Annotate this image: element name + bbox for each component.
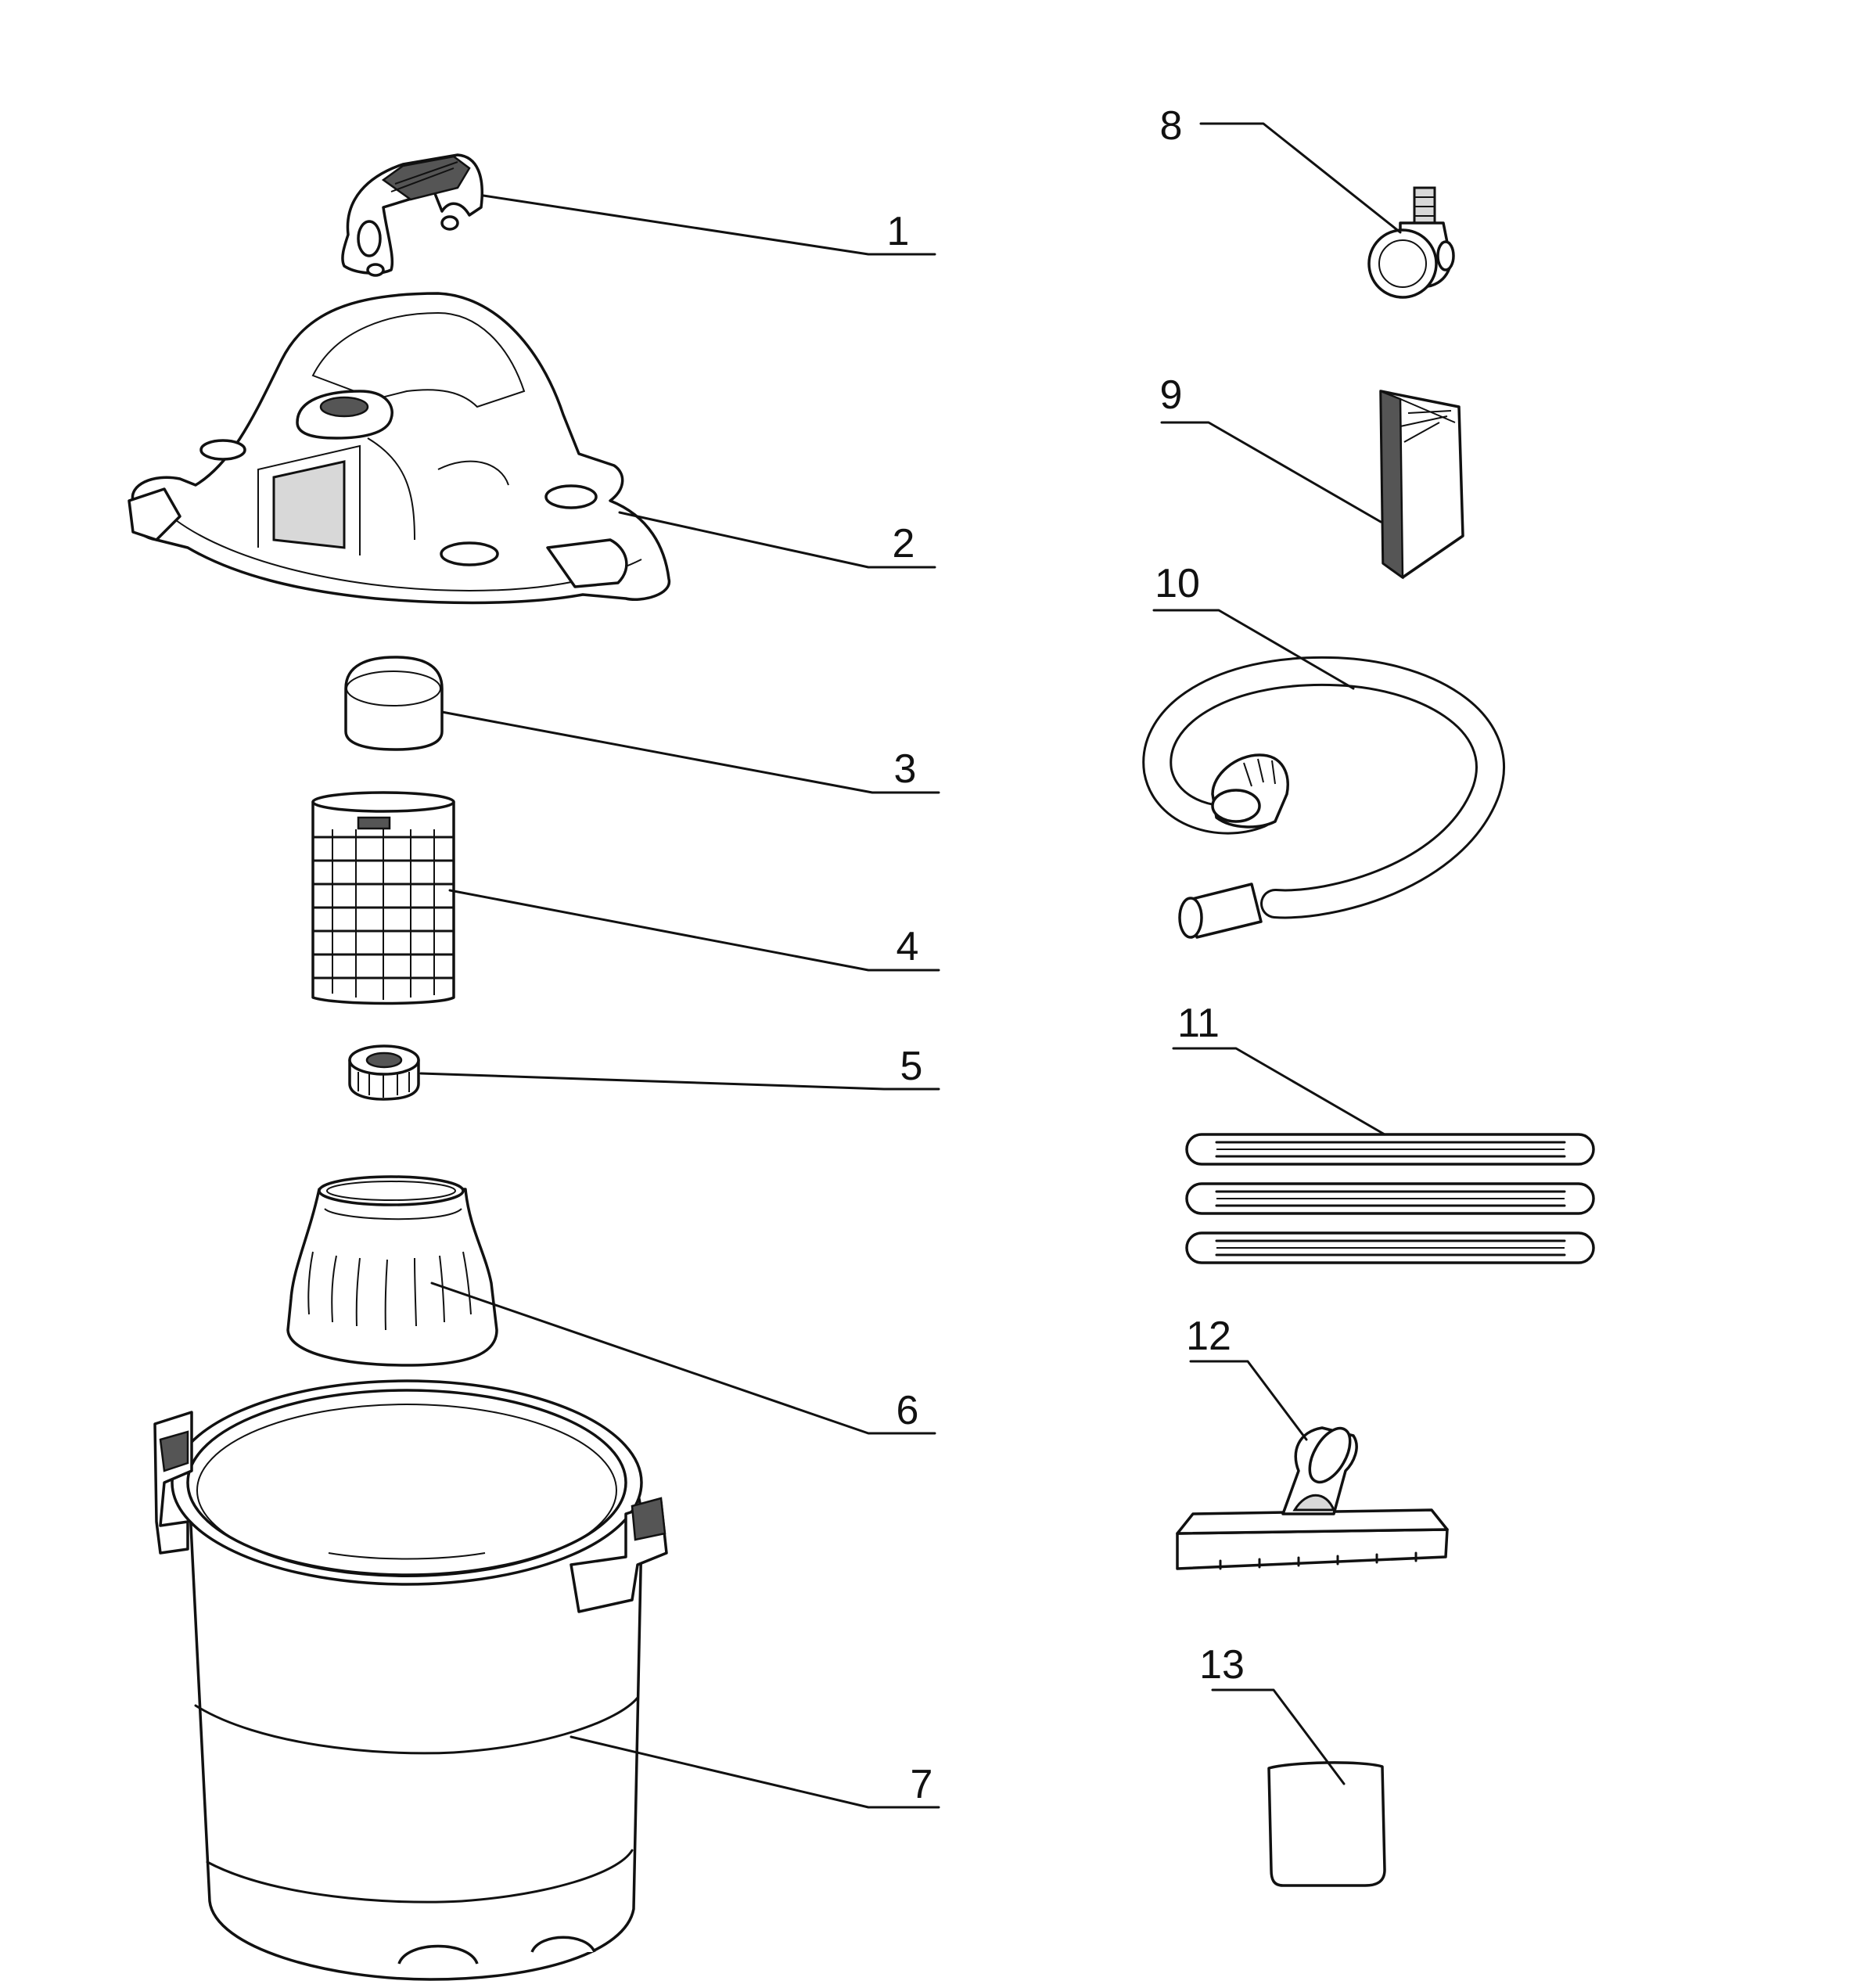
- callout-number-13: 13: [1199, 1642, 1245, 1688]
- filter-nut-icon: [348, 1044, 420, 1101]
- filter-cage-icon: [311, 791, 455, 1005]
- wand-1: [1185, 1133, 1595, 1166]
- callout-number-8: 8: [1160, 103, 1183, 149]
- cartridge-filter-icon: [286, 1175, 498, 1367]
- callout-number-7: 7: [911, 1762, 933, 1807]
- callout-number-6: 6: [896, 1388, 919, 1433]
- collection-tank-icon: [153, 1379, 668, 1981]
- caster-icon: [1367, 186, 1455, 299]
- callout-number-10: 10: [1155, 561, 1200, 606]
- float-cage-cap-icon: [344, 656, 444, 751]
- callout-number-9: 9: [1160, 372, 1183, 418]
- callout-labels: 1 2 3 4 5 6 7 8 9 10 11 12 13: [887, 103, 1245, 1807]
- crevice-tool-icon: [1379, 390, 1464, 580]
- filter-bag-icon: [1267, 1761, 1386, 1887]
- motor-head-icon: [128, 292, 670, 605]
- callout-number-1: 1: [887, 209, 910, 254]
- callout-number-11: 11: [1177, 1001, 1220, 1046]
- extension-wands-icon: [1185, 1133, 1595, 1264]
- hose-icon: [1142, 656, 1505, 939]
- handle-icon: [341, 153, 483, 277]
- callout-number-5: 5: [900, 1044, 923, 1089]
- callout-number-3: 3: [894, 746, 917, 792]
- callout-number-4: 4: [896, 924, 919, 969]
- floor-nozzle-icon: [1176, 1426, 1449, 1570]
- wand-2: [1185, 1182, 1595, 1215]
- callout-number-2: 2: [893, 521, 915, 566]
- wand-3: [1185, 1231, 1595, 1264]
- callout-number-12: 12: [1186, 1314, 1231, 1359]
- leader-lines: [419, 122, 1402, 1809]
